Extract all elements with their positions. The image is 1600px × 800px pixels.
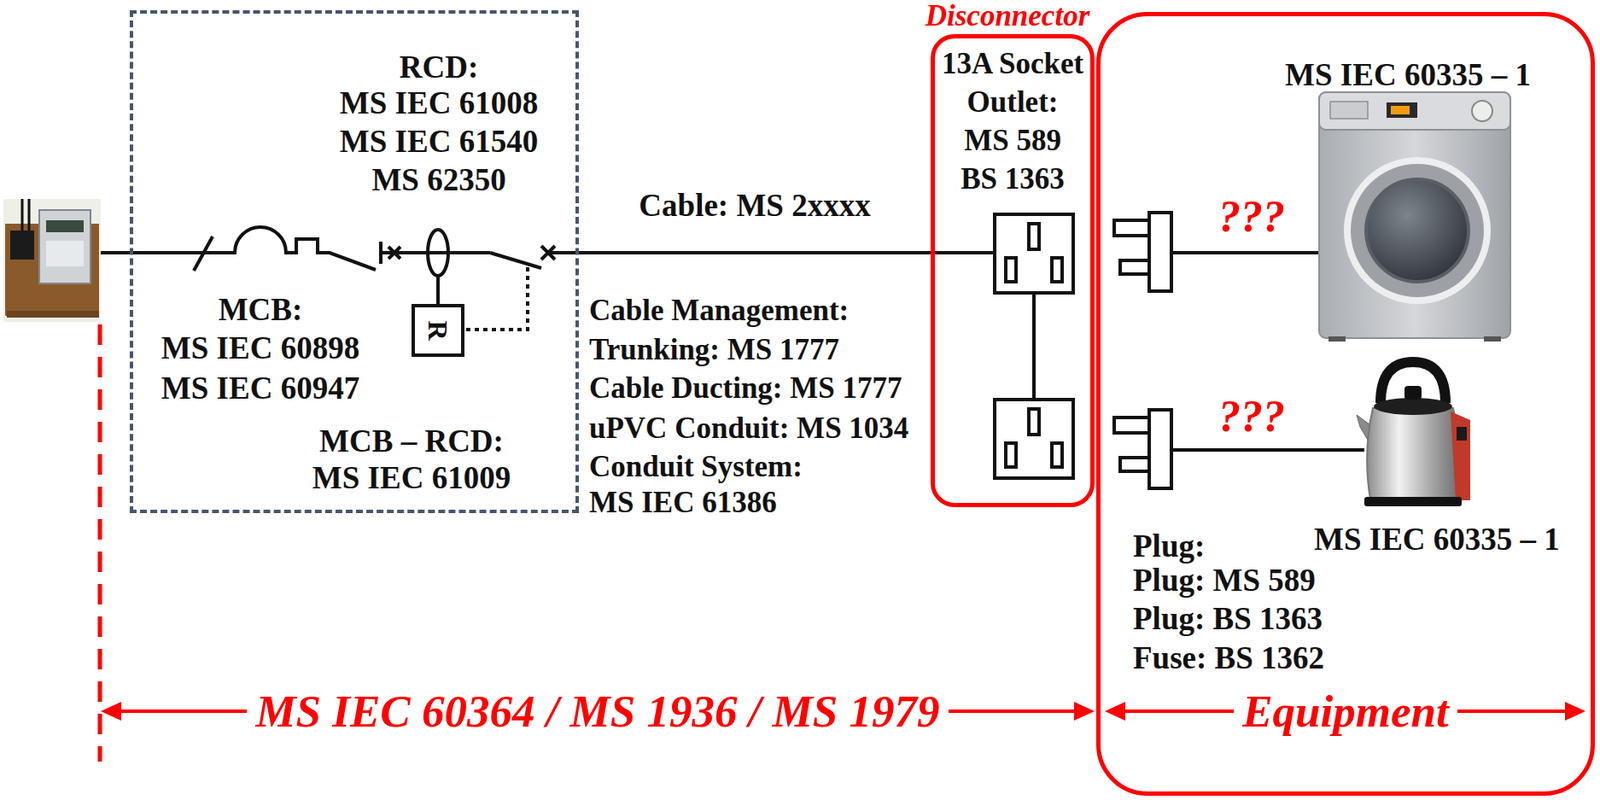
meter-board-photo (39, 210, 91, 284)
cable-connector (578, 251, 931, 255)
dashed-boundary-line (98, 324, 103, 762)
standard-heading: Plug: (1132, 526, 1205, 566)
standard-code: Trunking: MS 1777 (589, 332, 840, 368)
plug-pin (1114, 417, 1150, 433)
equipment-box: MS IEC 60335 – 1?????? Plug: MS IEC 60335 … (1096, 11, 1595, 796)
unknown-marker: ??? (1218, 394, 1285, 439)
socket-symbol (994, 214, 1074, 293)
wire (928, 251, 995, 255)
appliance-cord (1171, 448, 1365, 452)
plug-pin (1114, 220, 1150, 236)
disconnector-heading: Disconnector (925, 0, 1091, 33)
appliance-cord (1171, 251, 1320, 255)
plug-body (1149, 212, 1172, 292)
washing-machine-illustration (1386, 102, 1418, 118)
pole-slash (193, 236, 213, 271)
standard-code: Cable Ducting: MS 1777 (589, 370, 903, 407)
standard-code: Conduit System: MS IEC 61386 (589, 449, 837, 521)
washing-machine-illustration (1366, 179, 1469, 282)
meter-board-photo (6, 310, 100, 318)
standard-code: BS 1363 (960, 159, 1065, 199)
washing-machine-illustration (1390, 105, 1410, 115)
cable-management-heading: Cable Management: (589, 292, 849, 329)
unknown-marker: ??? (1218, 194, 1285, 240)
standard-heading: MCB – RCD: (319, 421, 504, 461)
meter-board-photo (3, 198, 101, 322)
socket-pin (1051, 443, 1063, 468)
standard-heading: MCB: (218, 290, 304, 329)
socket-pin (1005, 443, 1017, 468)
arrowhead (1074, 701, 1095, 721)
socket-outlet-symbols (928, 214, 1074, 479)
kettle-illustration (1404, 385, 1422, 400)
kettle-illustration (1380, 362, 1446, 403)
kettle-illustration (1356, 362, 1471, 507)
meter-board-photo (46, 240, 84, 267)
washing-machine-illustration (1328, 336, 1346, 342)
socket-pin (1051, 257, 1063, 282)
standard-code: MS IEC 61009 (312, 458, 511, 497)
standard-code: Plug: MS 589 (1132, 560, 1316, 600)
trip-linkage (466, 264, 528, 330)
standard-code: MS IEC 60947 (161, 368, 360, 408)
kettle-illustration (1456, 426, 1467, 441)
relay-letter: R (414, 320, 462, 340)
washing-machine-illustration (1483, 336, 1501, 342)
kettle-illustration (1366, 408, 1460, 500)
washing-machine-illustration (1319, 92, 1511, 342)
disconnector-box: Disconnector13A Socket Outlet:MS 589BS 1… (930, 34, 1095, 508)
standard-code: MS IEC 61008 (339, 83, 538, 123)
distribution-board-box: RCD:MS IEC 61008MS IEC 61540MS 62350MCB:… (129, 10, 579, 514)
wire (380, 251, 491, 255)
socket-heading: 13A Socket Outlet: (935, 44, 1090, 122)
socket-pin (1028, 408, 1040, 435)
origin-boundary (99, 324, 1586, 762)
washing-machine-illustration (1330, 101, 1368, 119)
current-transformer (427, 229, 449, 276)
circuit-wiring (100, 227, 581, 330)
mcb-symbol (100, 227, 376, 270)
socket-pin (1005, 257, 1017, 282)
standard-heading: RCD: (399, 47, 479, 87)
meter-board-photo (10, 230, 35, 260)
meter-board-photo (22, 198, 30, 231)
meter-board-photo (3, 198, 101, 322)
plug-body (1149, 409, 1172, 489)
standard-code: MS IEC 61540 (339, 122, 538, 161)
arrowhead (1104, 701, 1126, 721)
kettle-illustration (1373, 397, 1453, 415)
plug-pin (1120, 457, 1150, 472)
sense-wire (436, 275, 440, 304)
kettle-illustration (1450, 411, 1471, 501)
washing-machine-illustration (1347, 160, 1488, 301)
socket-symbol (994, 399, 1074, 479)
washing-machine-illustration (1319, 92, 1511, 130)
standard-code: Plug: BS 1363 (1132, 599, 1323, 638)
dimension-label: MS IEC 60364 / MS 1936 / MS 1979 (246, 686, 948, 736)
plug-pin (1120, 260, 1150, 275)
meter-board-photo (46, 220, 84, 233)
washing-machine-illustration (1471, 100, 1493, 122)
rcd-switch-blade (490, 252, 542, 269)
standard-code: uPVC Conduit: MS 1034 (589, 410, 909, 447)
standard-code: MS 62350 (371, 160, 506, 199)
relay-box: R (411, 303, 465, 357)
arrowhead (100, 701, 122, 721)
standard-code: MS 589 (963, 121, 1062, 160)
standard-code: MS IEC 60898 (161, 328, 360, 368)
standard-code: MS IEC 60335 – 1 (1284, 55, 1531, 94)
washing-machine-illustration (1319, 92, 1511, 339)
standard-code: MS IEC 60335 – 1 (1313, 519, 1560, 559)
dimension-label: Equipment (1233, 686, 1458, 736)
kettle-illustration (1364, 496, 1462, 507)
arrowhead (1564, 701, 1586, 721)
socket-pin (1028, 223, 1040, 250)
edge-label: Cable: MS 2xxxx (638, 186, 871, 225)
standard-code: Fuse: BS 1362 (1132, 638, 1325, 678)
ring-wire (1032, 292, 1036, 400)
